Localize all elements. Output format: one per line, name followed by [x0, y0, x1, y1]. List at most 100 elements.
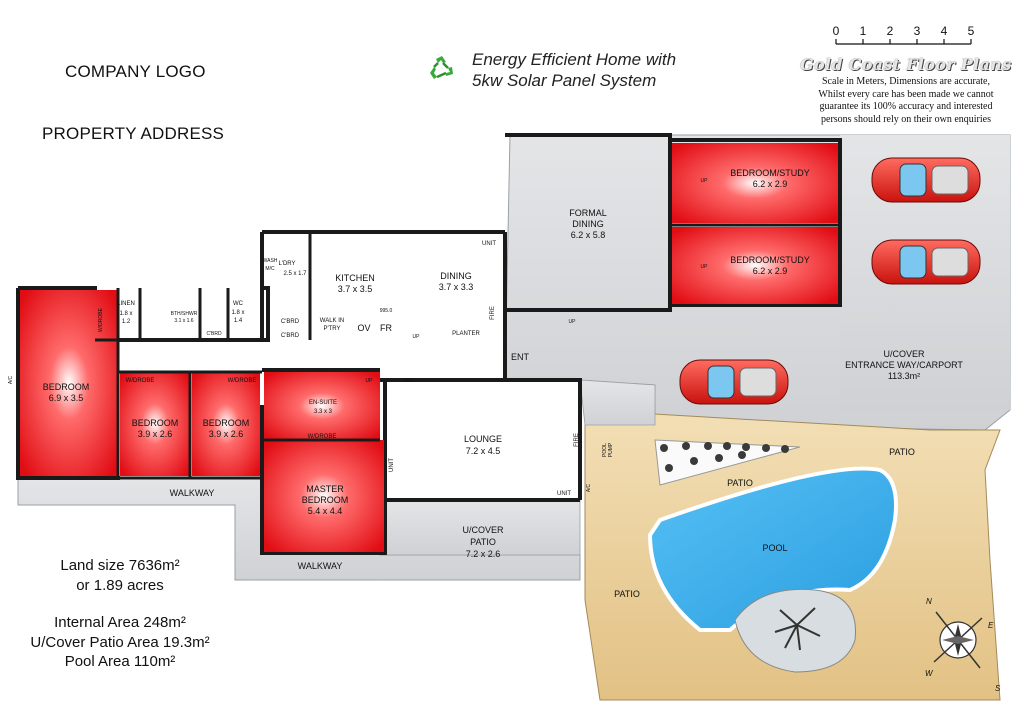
car-icon-3	[679, 359, 789, 405]
master-bedroom-dim: 5.4 x 4.4	[308, 506, 343, 516]
kitchen-label: KITCHEN	[335, 273, 375, 283]
cbrd-label-3: C'BRD	[206, 331, 222, 337]
unit-label-dining: UNIT	[482, 241, 496, 247]
bedroom-study-2	[672, 227, 838, 304]
entry-label: ENT	[511, 352, 530, 362]
up-label-3: UP	[569, 319, 577, 325]
fridge-label: FR	[380, 323, 392, 333]
pool-pump-label: POOL	[602, 443, 608, 457]
scale-tick-0: 0	[833, 24, 840, 38]
cbrd-label-1: C'BRD	[281, 319, 300, 325]
bedroom-main-label: BEDROOM	[43, 382, 90, 392]
fire-label: FIRE	[574, 433, 580, 447]
compass-s: S	[995, 684, 1001, 693]
bedroom-study-1-label: BEDROOM/STUDY	[730, 168, 810, 178]
oven-label: OV	[357, 323, 370, 333]
ensuite-dim: 3.3 x 3	[314, 409, 333, 415]
disclaimer-line-1: Scale in Meters, Dimensions are accurate…	[822, 76, 990, 87]
patio-label-2: PATIO	[889, 447, 915, 457]
wardrobe-label-3: W/DROBE	[228, 378, 257, 384]
car-icon-2	[871, 239, 981, 285]
scale-tick-4: 4	[941, 24, 948, 38]
walkway-label-1: WALKWAY	[170, 488, 215, 498]
car-icon-1	[871, 157, 981, 203]
pool-deck-left	[579, 379, 656, 426]
patio-area: U/Cover Patio Area 19.3m²	[30, 633, 210, 651]
wardrobe-label-4: W/DROBE	[308, 434, 337, 440]
compass-n: N	[926, 597, 932, 606]
brand-logo-text: Gold Coast Floor Plans	[800, 55, 1012, 74]
pool-pump-label-2: PUMP	[608, 442, 614, 457]
master-bedroom	[264, 440, 384, 552]
pool	[647, 466, 898, 632]
patio-cover-dim: 7.2 x 2.6	[466, 549, 501, 559]
formal-dining-label-2: DINING	[572, 219, 604, 229]
unit-label-lounge: UNIT	[557, 491, 571, 497]
kitchen-dim: 3.7 x 3.5	[338, 284, 373, 294]
formal-dining-label: FORMAL	[569, 208, 607, 218]
compass-e: E	[988, 621, 994, 630]
carport-dim: 113.3m²	[888, 371, 920, 381]
scale-tick-5: 5	[968, 24, 975, 38]
scale-tick-2: 2	[887, 24, 894, 38]
lounge-dim: 7.2 x 4.5	[466, 446, 501, 456]
scale-tick-1: 1	[860, 24, 867, 38]
linen-dim-1: 1.8 x	[119, 311, 132, 317]
wc-dim-1: 1.8 x	[231, 310, 244, 316]
bedroom-3-dim: 3.9 x 2.6	[209, 429, 244, 439]
dining-dim: 3.7 x 3.3	[439, 282, 474, 292]
dim-995: 995.0	[380, 308, 393, 314]
dining-label: DINING	[440, 271, 472, 281]
bedroom-2-dim: 3.9 x 2.6	[138, 429, 173, 439]
disclaimer-line-2: Whilst every care has been made we canno…	[818, 88, 994, 100]
land-size-block: Land size 7636m² or 1.89 acres	[45, 556, 195, 595]
compass-rose-icon	[933, 611, 983, 669]
patio-label-3: PATIO	[614, 589, 640, 599]
wc-dim-2: 1.4	[234, 318, 243, 324]
ensuite	[264, 372, 380, 440]
formal-dining-dim: 6.2 x 5.8	[571, 230, 606, 240]
ensuite-label: EN-SUITE	[309, 400, 337, 406]
disclaimer: Scale in Meters, Dimensions are accurate…	[806, 76, 1006, 126]
wash-label: WASH	[263, 258, 278, 264]
ac-label-1: A/C	[8, 375, 14, 384]
planter-label: PLANTER	[452, 331, 480, 337]
wc-label: WC	[233, 301, 244, 307]
up-label-5: UP	[366, 378, 374, 384]
up-label-4: UP	[413, 334, 421, 340]
energy-line-2: 5kw Solar Panel System	[472, 71, 657, 90]
bedroom-2	[120, 372, 190, 476]
bedroom-3-label: BEDROOM	[203, 418, 250, 428]
ldry-dim: 2.5 x 1.7	[283, 271, 307, 277]
wardrobe-label-2: W/DROBE	[126, 378, 155, 384]
recycle-icon	[426, 53, 458, 85]
walk-in-pantry-label: WALK IN	[320, 318, 344, 324]
lounge-label: LOUNGE	[464, 434, 502, 444]
compass-w: W	[925, 669, 934, 678]
patio-cover-label: U/COVER	[462, 525, 504, 535]
ldry-label: L'DRY	[278, 261, 295, 267]
bedroom-2-label: BEDROOM	[132, 418, 179, 428]
wardrobe-label-1: W/DROBE	[98, 307, 104, 332]
up-label-1: UP	[701, 178, 709, 184]
disclaimer-line-4: persons should rely on their own enquiri…	[821, 113, 991, 125]
patio-cover-label-2: PATIO	[470, 537, 496, 547]
linen-dim-2: 1.2	[122, 319, 131, 325]
master-bedroom-label: MASTER	[306, 484, 344, 494]
cbrd-label-2: C'BRD	[281, 333, 300, 339]
unit-label-lounge-2: UNIT	[389, 458, 395, 472]
walk-in-pantry-label-2: P'TRY	[323, 326, 340, 332]
linen-label: LINEN	[117, 301, 135, 307]
internal-area: Internal Area 248m²	[54, 614, 186, 631]
scale-tick-3: 3	[914, 24, 921, 38]
carport-label-2: ENTRANCE WAY/CARPORT	[845, 360, 963, 370]
property-address: PROPERTY ADDRESS	[42, 124, 225, 143]
bedroom-study-1	[672, 143, 838, 223]
disclaimer-line-3: guarantee its 100% accuracy and interest…	[819, 101, 993, 112]
bedroom-3	[192, 372, 260, 476]
energy-tagline: Energy Efficient Home with 5kw Solar Pan…	[472, 49, 676, 91]
bath-dim: 3.1 x 1.6	[174, 318, 193, 324]
pool-rock-garden	[734, 588, 856, 673]
fire-label-2: FIRE	[490, 306, 496, 320]
